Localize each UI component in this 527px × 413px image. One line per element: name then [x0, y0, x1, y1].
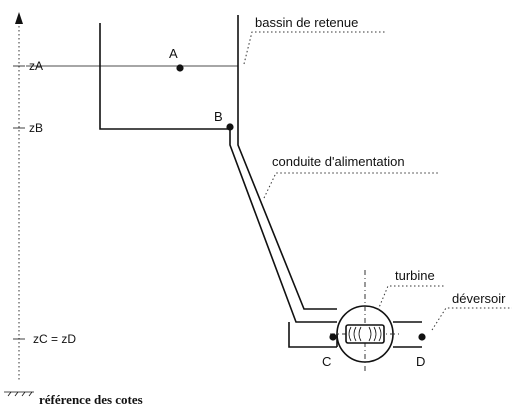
deversoir-label: déversoir [452, 291, 506, 306]
level-zb-label: zB [29, 121, 43, 135]
point-c: C [322, 333, 337, 369]
point-c-label: C [322, 354, 331, 369]
outlet-pipe [393, 321, 422, 348]
callout-turbine: turbine [377, 268, 444, 311]
reference-label: référence des cotes [39, 392, 143, 407]
turbine-label: turbine [395, 268, 435, 283]
reference-datum: référence des cotes [4, 391, 143, 407]
bassin-label: bassin de retenue [255, 15, 358, 30]
turbine [330, 270, 400, 372]
level-zc-zd-label: zC = zD [33, 332, 76, 346]
point-a-label: A [169, 46, 178, 61]
elevation-axis: zA zB zC = zD [13, 12, 76, 380]
point-b: B [214, 109, 234, 131]
conduite-label: conduite d'alimentation [272, 154, 405, 169]
turbine-rotor-icon [345, 324, 385, 344]
axis-arrowhead-icon [15, 12, 23, 24]
point-b-label: B [214, 109, 223, 124]
callout-conduite: conduite d'alimentation [263, 154, 440, 199]
point-a: A [169, 46, 184, 72]
reservoir-basin [26, 15, 239, 130]
callout-deversoir: déversoir [431, 291, 512, 331]
point-d-label: D [416, 354, 425, 369]
callout-bassin: bassin de retenue [243, 15, 385, 65]
point-d: D [416, 333, 426, 369]
